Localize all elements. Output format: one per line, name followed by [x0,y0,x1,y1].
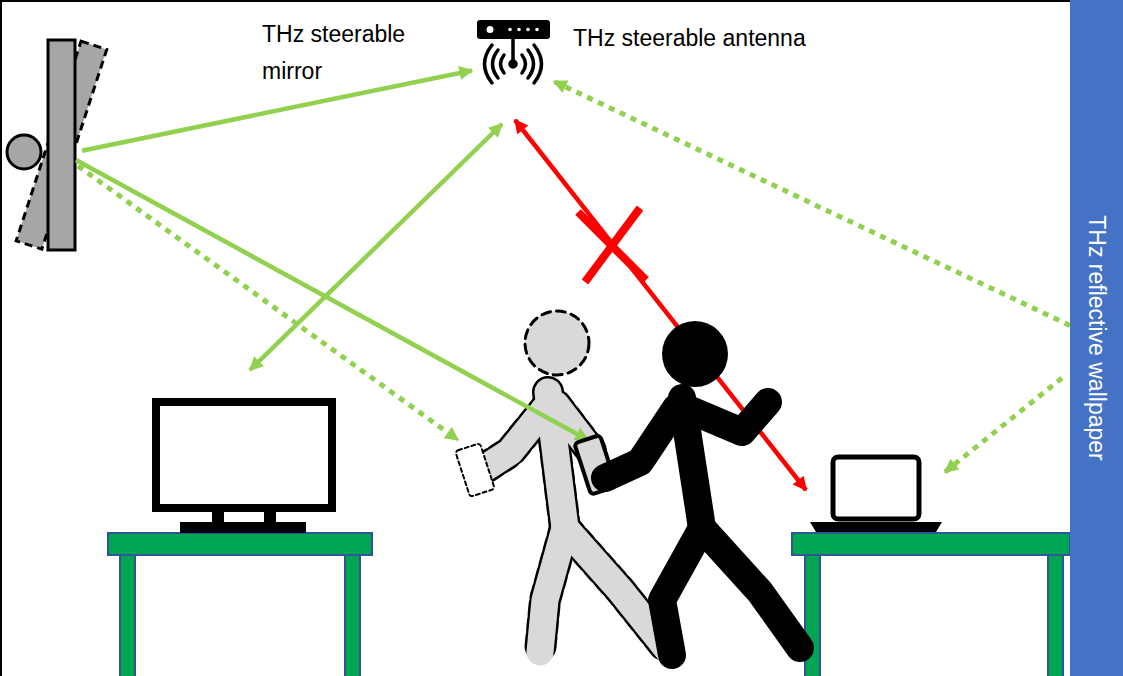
blocked-beam [515,120,806,490]
wallpaper-band: THz reflective wallpaper [1070,0,1123,676]
laptop [810,457,942,532]
mirror-symbol [7,40,107,250]
node-label: THz reflective wallpaper [1083,215,1111,460]
node-label: THz steerable mirror [262,16,432,90]
beam-connector [554,81,1070,325]
tv-monitor [156,402,332,533]
mirror-node: THz steerable mirror [40,118,82,192]
antenna-node: THz steerable antenna [472,18,554,106]
person-previous-position [455,311,668,652]
antenna-symbol [477,20,550,83]
frame [1,1,1070,676]
person-blocking [574,321,800,655]
beam-arrow [76,124,1062,472]
node-label: THz steerable antenna [573,24,655,52]
